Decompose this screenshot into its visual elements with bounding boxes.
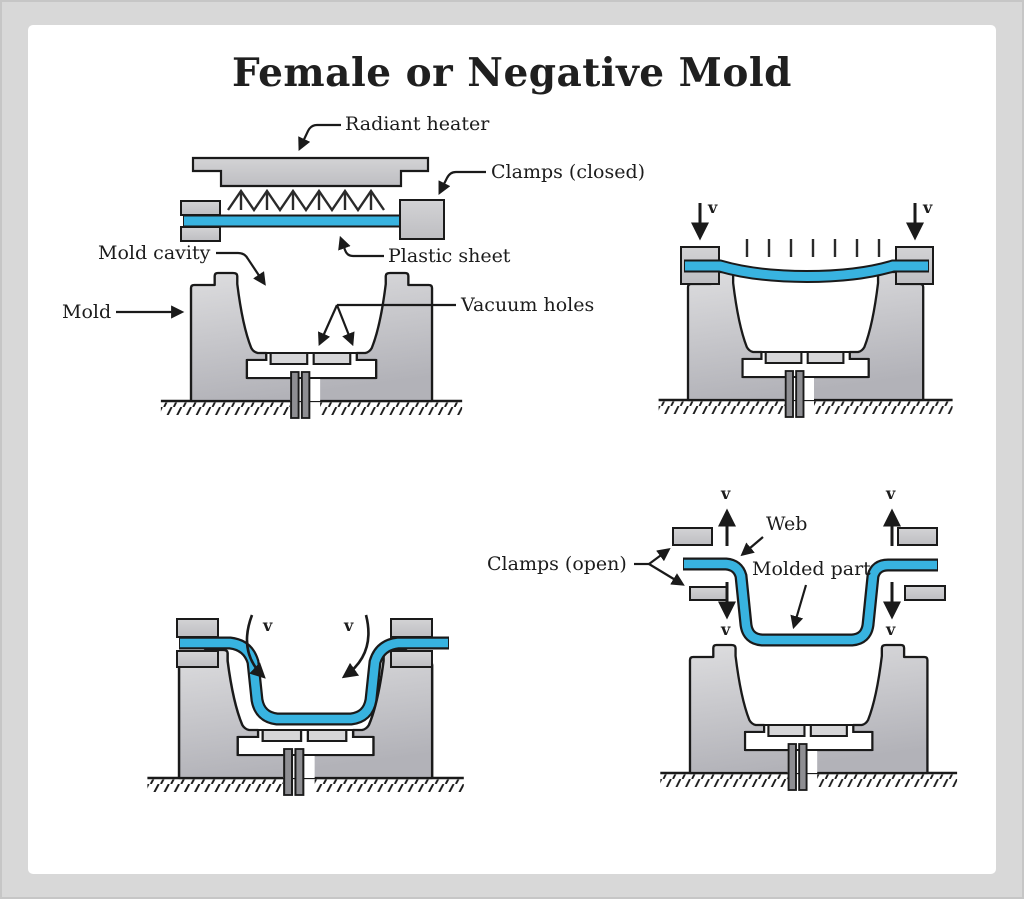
label-clamps-open: Clamps (open) bbox=[487, 553, 627, 575]
heat-ticks bbox=[745, 239, 881, 257]
heat-rays bbox=[227, 188, 385, 213]
label-v-step2-right: v bbox=[923, 198, 933, 217]
clamps-closed-left bbox=[180, 200, 221, 242]
label-clamps-closed: Clamps (closed) bbox=[491, 161, 646, 183]
step2-down-arrows bbox=[691, 203, 924, 241]
clamp-step3-left bbox=[176, 618, 219, 668]
clamp-step3-right bbox=[390, 618, 433, 668]
clamp-open-bottom-right bbox=[904, 585, 946, 601]
label-molded-part: Molded part bbox=[752, 558, 871, 580]
label-v-step4-top-right: v bbox=[886, 484, 896, 503]
molded-part-shape bbox=[683, 557, 938, 647]
mold-step4 bbox=[659, 643, 959, 792]
label-plastic-sheet: Plastic sheet bbox=[388, 245, 511, 267]
clamp-open-bottom-left bbox=[689, 586, 728, 601]
page-title: Female or Negative Mold bbox=[232, 50, 792, 96]
label-web: Web bbox=[766, 513, 808, 535]
clamp-open-top-left bbox=[672, 527, 713, 546]
step3-forming-group bbox=[146, 614, 466, 797]
label-v-step4-bottom-right: v bbox=[886, 620, 896, 639]
clamp-open-top-right bbox=[897, 527, 938, 546]
label-vacuum-holes: Vacuum holes bbox=[461, 294, 595, 316]
step2-clamping-group bbox=[657, 203, 954, 419]
step3-vacuum-arrows bbox=[245, 614, 370, 679]
mold-step1 bbox=[159, 271, 464, 420]
label-v-step4-top-left: v bbox=[721, 484, 731, 503]
label-mold: Mold bbox=[62, 301, 112, 323]
label-mold-cavity: Mold cavity bbox=[98, 242, 211, 264]
step1-heating-group bbox=[116, 123, 486, 420]
mold-step2 bbox=[657, 270, 954, 419]
step4-release-arrows bbox=[718, 508, 901, 620]
label-radiant-heater: Radiant heater bbox=[345, 113, 490, 135]
step1-leader-arrows bbox=[116, 123, 486, 347]
label-v-step3-left: v bbox=[263, 616, 273, 635]
label-v-step4-bottom-left: v bbox=[721, 620, 731, 639]
label-v-step2-left: v bbox=[708, 198, 718, 217]
plastic-sheet-sagging bbox=[684, 259, 929, 283]
step4-release-group bbox=[634, 508, 959, 792]
step4-leader-arrows bbox=[634, 536, 808, 630]
radiant-heater-block bbox=[191, 156, 430, 188]
label-v-step3-right: v bbox=[344, 616, 354, 635]
clamps-closed-right bbox=[399, 199, 445, 240]
